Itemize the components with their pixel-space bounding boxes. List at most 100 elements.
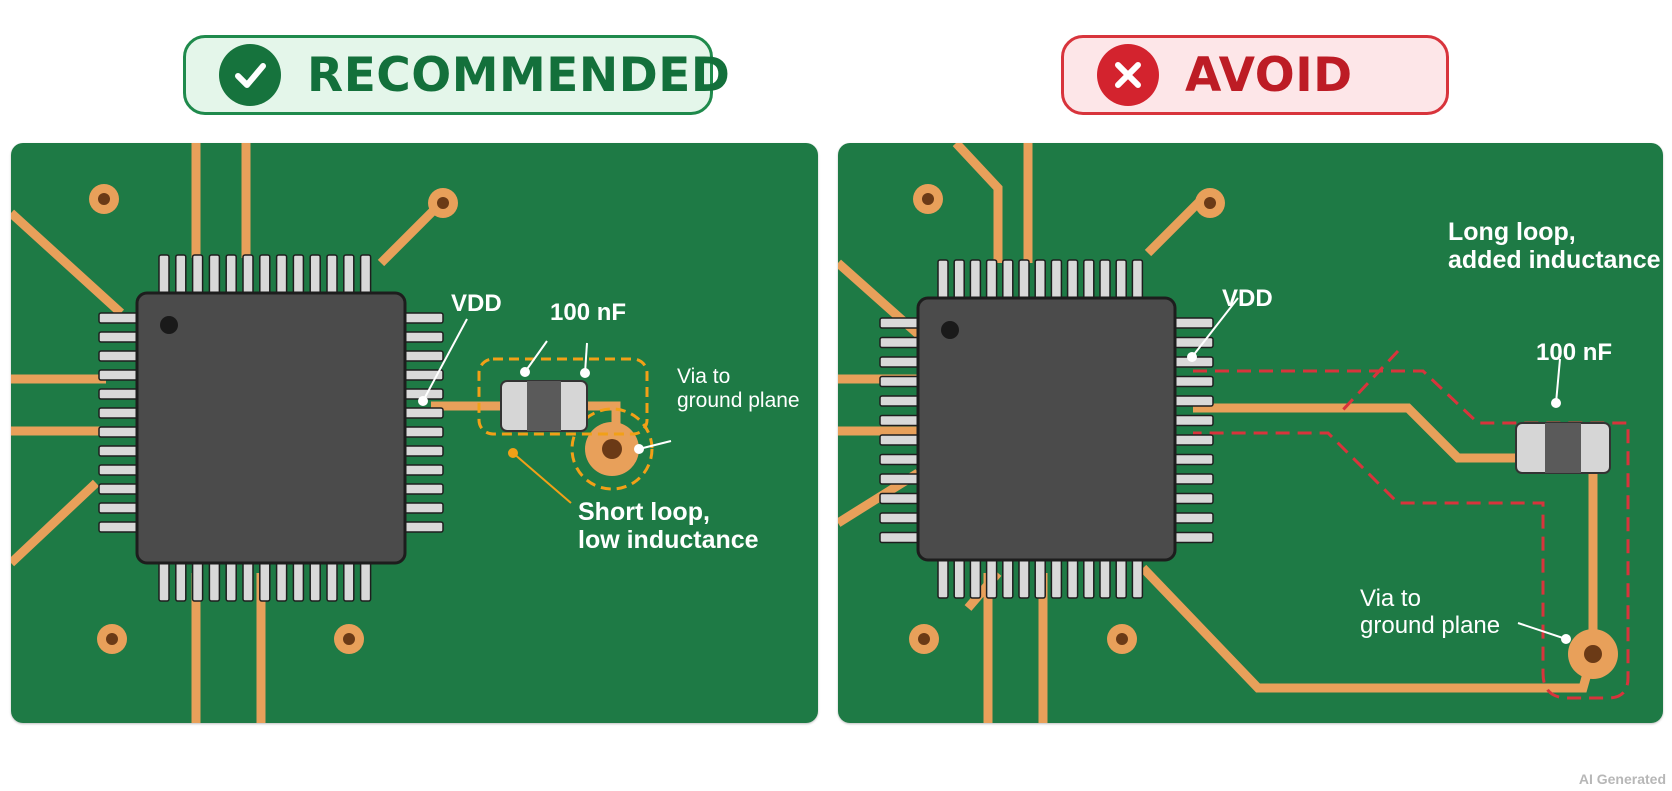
chip-pin — [879, 434, 921, 446]
chip-pin — [1050, 259, 1063, 301]
chip-pin — [225, 254, 237, 296]
chip-pin — [208, 254, 221, 296]
chip-pin — [158, 560, 170, 602]
chip-pin — [242, 254, 254, 296]
recommended-label: RECOMMENDED — [307, 47, 731, 103]
chip-pin — [879, 473, 921, 485]
chip-pins-top — [158, 254, 372, 296]
chip-pin — [1172, 531, 1214, 544]
ground-via — [585, 422, 639, 476]
chip-pins-bottom — [937, 557, 1144, 599]
avoid-badge: AVOID — [1061, 35, 1449, 115]
chip-pin — [1172, 512, 1214, 524]
chip-pin — [402, 312, 444, 324]
chip-pin — [1172, 375, 1214, 388]
chip-pin — [879, 531, 921, 544]
chip-pin — [879, 395, 921, 407]
chip-pin — [191, 560, 204, 602]
avoid-pcb: VDD 100 nF Long loop,added inductance Vi… — [838, 143, 1663, 723]
chip-pin — [1172, 473, 1214, 485]
short-loop-label: Short loop,low inductance — [578, 498, 759, 554]
chip-pin — [1018, 557, 1030, 599]
chip-pin — [242, 560, 254, 602]
chip-pin — [402, 350, 444, 362]
chip-pin — [879, 453, 921, 466]
recommended-badge: RECOMMENDED — [183, 35, 730, 115]
pin1-marker — [941, 321, 959, 339]
chip-pins-left — [879, 317, 921, 544]
chip-pin — [402, 331, 444, 343]
chip-pin — [259, 254, 271, 296]
chip-pin — [1099, 259, 1111, 301]
chip-pin — [98, 521, 140, 533]
chip-pin — [1115, 259, 1127, 301]
recommended-pcb-drawing — [11, 143, 672, 723]
chip-pin — [402, 407, 444, 419]
chip-pin — [98, 388, 140, 400]
chip-pin — [1050, 557, 1063, 599]
chip-pin — [98, 312, 140, 324]
chip-pin — [98, 483, 140, 495]
chip-pin — [1066, 557, 1079, 599]
ic-chip — [135, 291, 407, 565]
chip-pin — [402, 445, 444, 457]
vdd-label: VDD — [451, 290, 502, 317]
chip-pin — [879, 512, 921, 524]
chip-pin — [879, 317, 921, 329]
chip-pin — [259, 560, 271, 602]
callout-leaders — [1187, 297, 1571, 644]
ground-via — [1568, 629, 1618, 679]
chip-pin — [1002, 557, 1014, 599]
chip-pin — [326, 560, 338, 602]
chip-pin — [1018, 259, 1030, 301]
chip-pin — [326, 254, 338, 296]
chip-pin — [98, 331, 140, 343]
x-icon — [1097, 44, 1159, 106]
pin1-marker — [160, 316, 178, 334]
chip-pin — [953, 557, 965, 599]
long-loop-outline — [1193, 349, 1630, 700]
long-loop-label: Long loop,added inductance — [1448, 218, 1661, 274]
chip-pin — [402, 483, 444, 495]
chip-pin — [937, 557, 949, 599]
chip-pin — [1172, 492, 1214, 505]
chip-pin — [275, 560, 288, 602]
avoid-pcb-drawing — [838, 143, 1630, 723]
check-icon — [219, 44, 281, 106]
chip-pin — [937, 259, 949, 301]
chip-pin — [359, 560, 372, 602]
ai-generated-watermark: AI Generated — [1578, 771, 1666, 787]
capacitor-100nf — [500, 380, 588, 432]
chip-pin — [879, 356, 921, 368]
chip-pin — [402, 426, 444, 438]
ic-chip — [916, 296, 1177, 562]
chip-pin — [359, 254, 372, 296]
chip-pin — [98, 369, 140, 381]
chip-pin — [969, 259, 982, 301]
chip-pin — [402, 464, 444, 476]
loop-leader — [508, 448, 572, 504]
chip-pin — [1172, 317, 1214, 329]
chip-pin — [98, 464, 140, 476]
chip-pin — [292, 254, 305, 296]
chip-pin — [402, 502, 444, 514]
chip-pin — [225, 560, 237, 602]
chip-pin — [1172, 453, 1214, 466]
callout-leaders — [418, 318, 672, 454]
chip-pin — [879, 492, 921, 505]
chip-pin — [292, 560, 305, 602]
chip-pin — [1066, 259, 1079, 301]
chip-pins-top — [937, 259, 1144, 301]
chip-pin — [98, 445, 140, 457]
vias — [89, 184, 458, 654]
chip-pin — [98, 426, 140, 438]
chip-pin — [1172, 395, 1214, 407]
chip-pin — [175, 560, 187, 602]
chip-pin — [98, 407, 140, 419]
chip-pin — [1115, 557, 1127, 599]
chip-pin — [275, 254, 288, 296]
chip-pin — [98, 350, 140, 362]
